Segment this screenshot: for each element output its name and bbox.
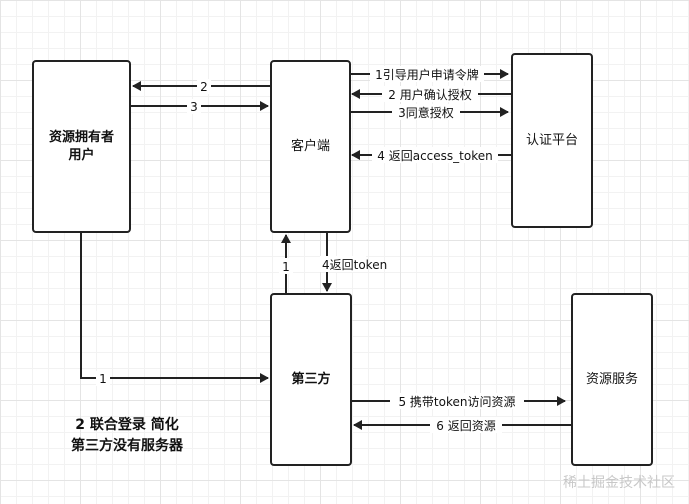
watermark: 稀土掘金技术社区 — [563, 475, 675, 491]
edge-label-carry-token: 5 携带token访问资源 — [398, 394, 515, 409]
edge-label-agree-auth: 3同意授权 — [398, 105, 454, 120]
caption-line2: 第三方没有服务器 — [71, 438, 183, 454]
resource-service-node[interactable]: 资源服务 — [571, 293, 653, 466]
auth-platform-node[interactable]: 认证平台 — [511, 53, 593, 228]
third-party-node[interactable]: 第三方 — [270, 293, 352, 466]
edge-owner-to-third — [80, 233, 269, 383]
resource-service-label: 资源服务 — [585, 371, 638, 387]
edge-label-third-to-client: 1 — [282, 260, 290, 274]
edge-label-owner-client-3: 3 — [190, 100, 198, 114]
edge-label-return-resource: 6 返回资源 — [436, 419, 495, 433]
resource-owner-label-line2: 用户 — [68, 147, 95, 163]
auth-platform-label: 认证平台 — [525, 132, 578, 148]
edge-label-user-confirm: 2 用户确认授权 — [388, 87, 471, 102]
resource-owner-label-line1: 资源拥有者 — [48, 129, 114, 145]
edge-label-owner-to-third: 1 — [99, 372, 107, 386]
edge-label-owner-client-2: 2 — [200, 80, 208, 94]
client-label: 客户端 — [290, 138, 330, 154]
resource-owner-node[interactable]: 资源拥有者 用户 — [32, 60, 131, 233]
edge-label-return-access-token: 4 返回access_token — [377, 149, 492, 163]
third-party-label: 第三方 — [291, 371, 331, 387]
edge-label-guide-user-apply: 1引导用户申请令牌 — [375, 67, 479, 82]
diagram-caption: 2 联合登录 简化 第三方没有服务器 — [52, 415, 202, 457]
edge-label-client-return-token: 4返回token — [322, 258, 387, 272]
caption-line1: 2 联合登录 简化 — [75, 417, 179, 433]
client-node[interactable]: 客户端 — [270, 60, 351, 233]
